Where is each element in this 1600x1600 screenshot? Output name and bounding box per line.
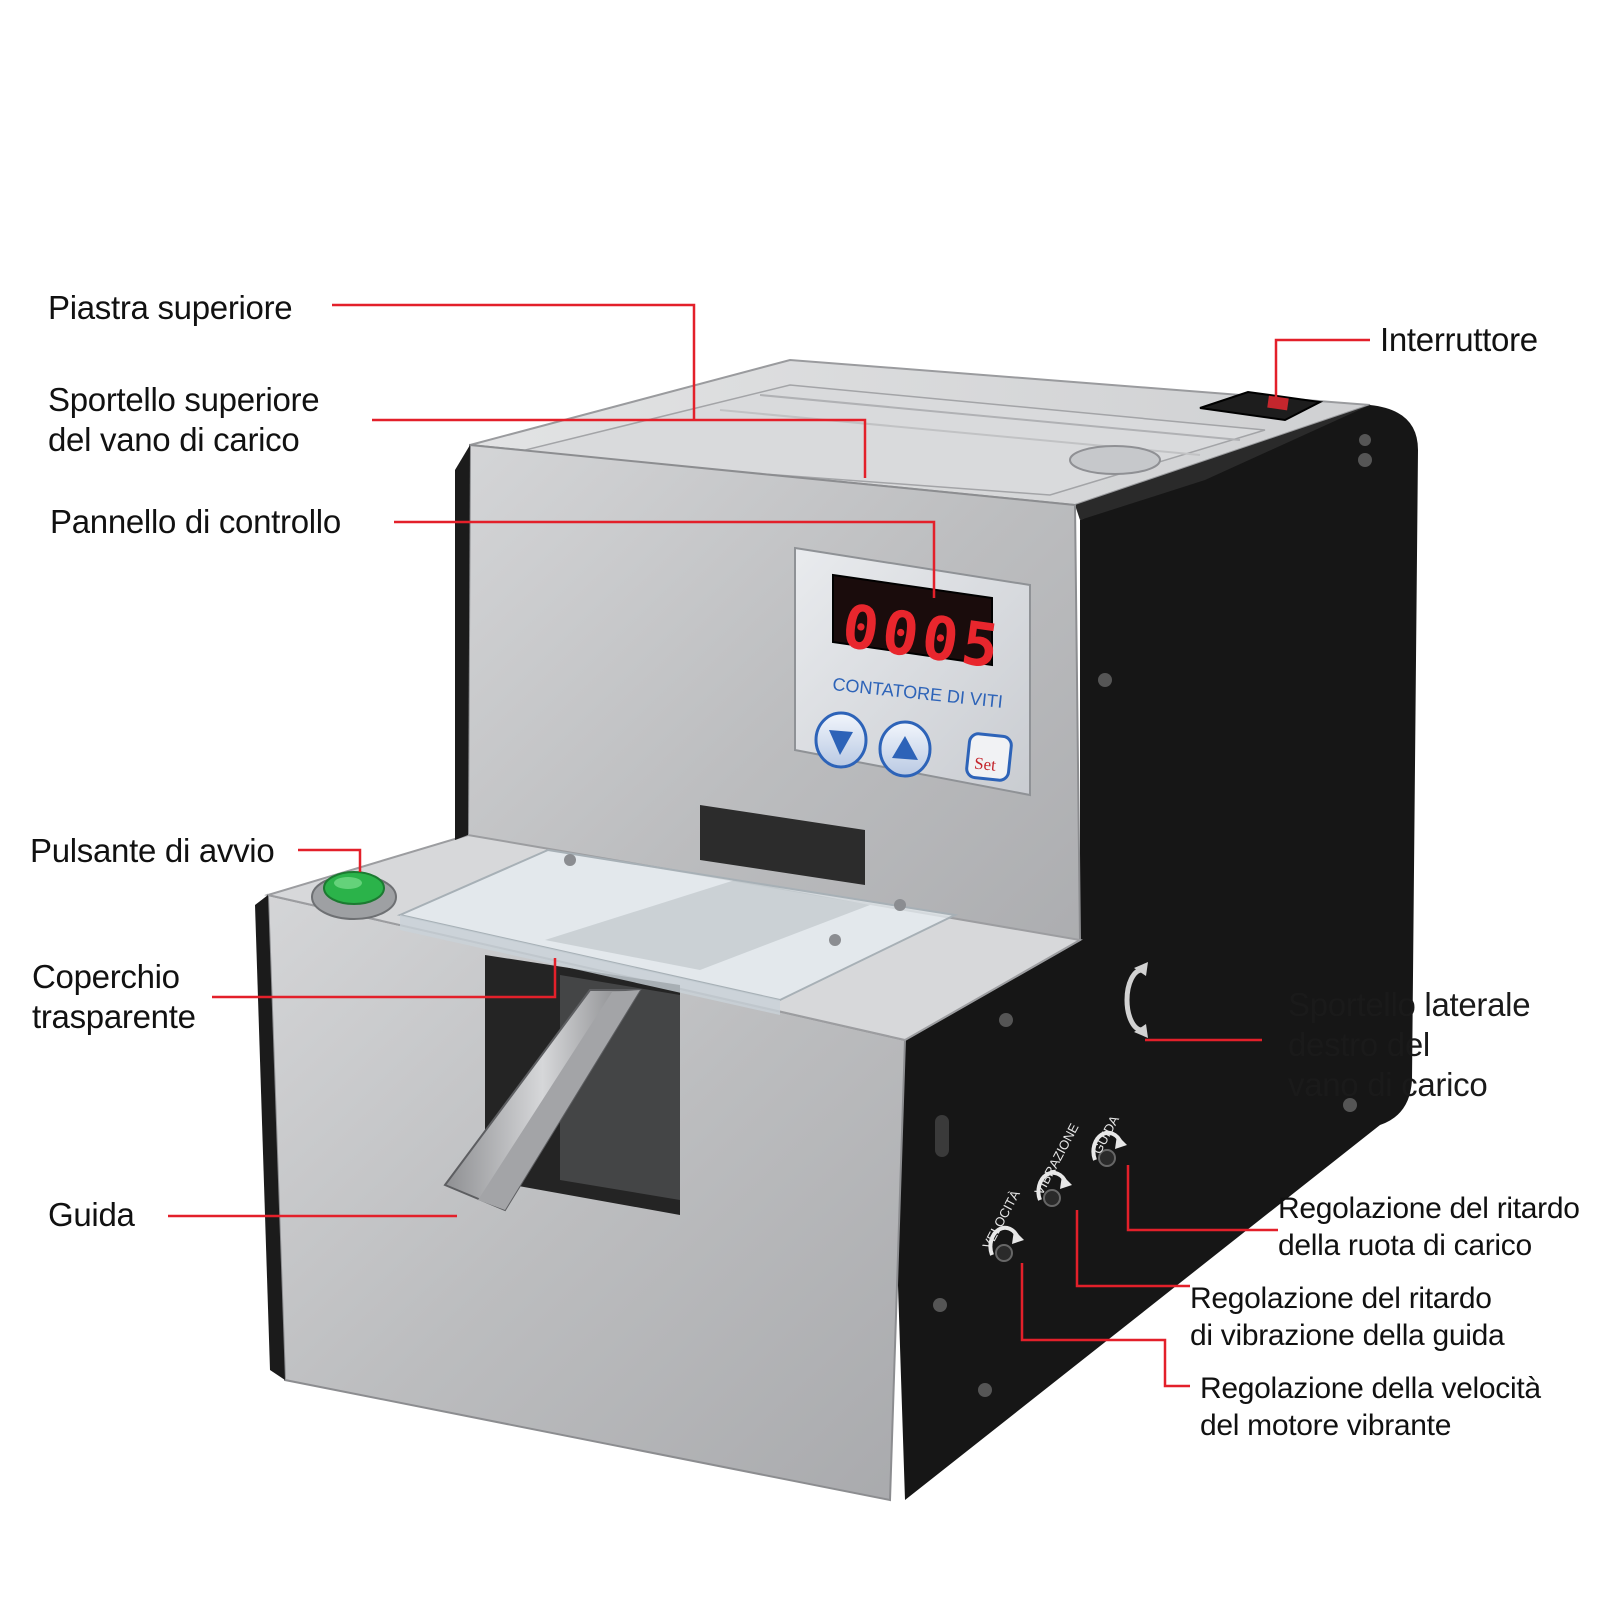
callout-right-side-door: Sportello laterale destro del vano di ca… — [1288, 986, 1531, 1103]
power-switch-housing — [1199, 390, 1324, 422]
guide-knob[interactable] — [1091, 1130, 1127, 1167]
vibration-knob[interactable] — [1036, 1170, 1072, 1207]
callout-top-door: Sportello superiore del vano di carico — [48, 381, 320, 458]
up-button[interactable] — [878, 720, 932, 778]
display-window — [832, 573, 993, 667]
feeder-slot — [700, 805, 865, 885]
down-button[interactable] — [814, 711, 868, 769]
set-button-label: Set — [973, 754, 997, 775]
callout-power-switch: Interruttore — [1380, 321, 1538, 358]
callout-guide: Guida — [48, 1196, 135, 1233]
triangle-up-icon — [892, 736, 918, 760]
leader-control-panel — [394, 520, 936, 598]
side-door-knob[interactable] — [1124, 967, 1143, 1033]
callout-start-button: Pulsante di avvio — [30, 832, 275, 869]
callout-motor-speed: Regolazione della velocità del motore vi… — [1200, 1372, 1541, 1442]
speed-knob[interactable] — [988, 1225, 1024, 1262]
leader-wheel-delay — [1126, 1165, 1278, 1232]
leader-power-switch — [1274, 338, 1370, 397]
leader-transparent-cover — [212, 958, 557, 999]
power-switch[interactable] — [1267, 395, 1289, 411]
callout-wheel-delay: Regolazione del ritardo della ruota di c… — [1278, 1192, 1580, 1262]
triangle-down-icon — [829, 730, 853, 755]
leader-vibration-delay — [1075, 1210, 1190, 1288]
leader-start-button — [298, 848, 362, 872]
callout-control-panel: Pannello di controllo — [50, 503, 341, 540]
leader-top-door — [372, 418, 867, 478]
callout-guide-vibration-delay: Regolazione del ritardo di vibrazione de… — [1190, 1282, 1505, 1352]
set-button[interactable]: Set — [965, 732, 1013, 782]
callout-transparent-cover: Coperchio trasparente — [32, 958, 196, 1035]
top-door-knob — [1069, 445, 1161, 475]
leader-motor-speed — [1020, 1263, 1190, 1388]
callout-top-plate: Piastra superiore — [48, 289, 293, 326]
right-side-panel — [890, 405, 1418, 1500]
leader-top-plate — [332, 303, 696, 420]
leader-lines — [168, 303, 1370, 1388]
